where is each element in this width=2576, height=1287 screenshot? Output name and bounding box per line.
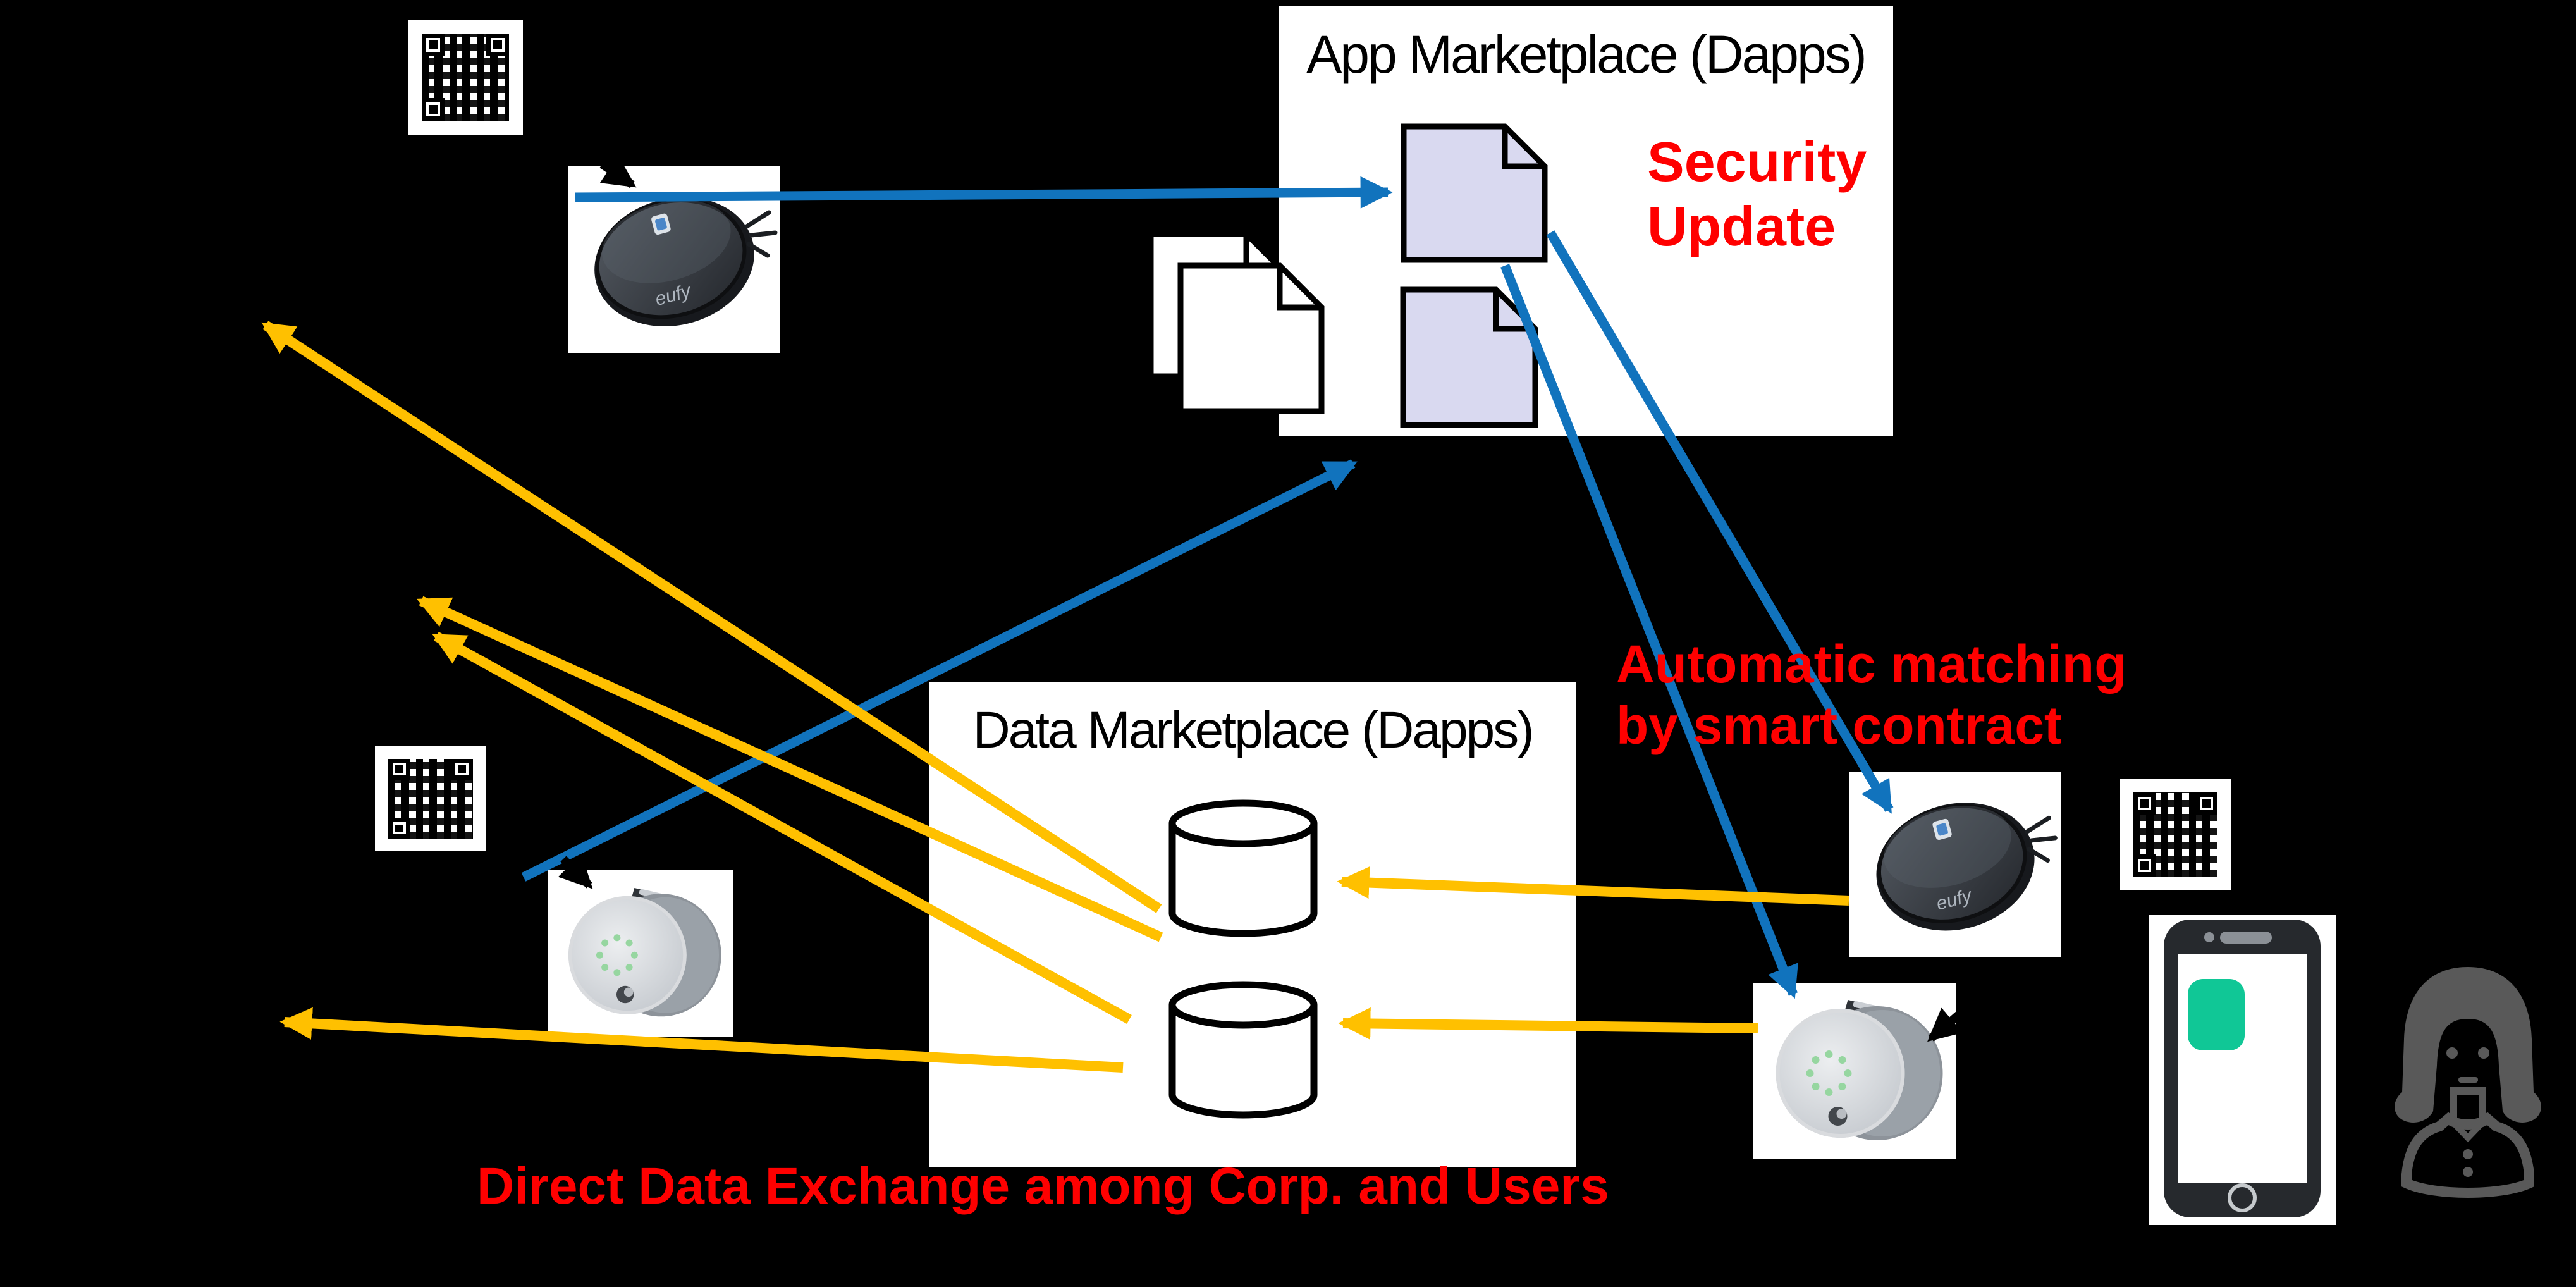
qr-finder-icon [388,818,410,839]
qr-code-icon [388,758,473,839]
qr-code-2 [375,746,486,851]
qr-finder-icon [2133,792,2156,815]
qr-finder-icon [421,98,445,121]
smartphone [2149,915,2336,1225]
smart-lock-2 [1753,983,1956,1159]
database-icon [1168,981,1318,1119]
qr-finder-icon [486,33,510,56]
phone-camera-icon [2204,932,2215,943]
robot-side-brush-icon [744,210,778,258]
robot-vacuum-2: eufy [1849,772,2061,957]
qr-finder-icon [388,758,410,780]
qr-code-icon [2133,792,2217,877]
user-icon [2395,967,2541,1198]
qr-finder-icon [451,758,473,780]
phone-app-icon [2188,979,2245,1050]
robot-vacuum-image: eufy [1876,803,2058,931]
robot-vacuum-1: eufy [568,166,780,353]
dapp-document-icon [1401,123,1548,263]
smart-lock-image [568,888,721,1017]
app-marketplace-title: App Marketplace (Dapps) [1306,25,1867,84]
qr-code-3 [2120,779,2231,890]
smartphone-icon [2163,920,2321,1217]
phone-home-button [2227,1183,2257,1213]
phone-speaker-icon [2220,931,2272,944]
security-update-note: Security Update [1647,130,1867,258]
bottom-caption: Direct Data Exchange among Corp. and Use… [477,1157,1609,1215]
database-icon [1168,799,1318,937]
document-icon [1177,262,1325,414]
robot-side-brush-icon [2025,815,2058,863]
dapp-document-icon [1400,286,1538,428]
qr-finder-icon [2195,792,2217,815]
qr-code-1 [408,20,523,135]
qr-finder-icon [421,33,445,56]
data-marketplace-title: Data Marketplace (Dapps) [972,701,1534,759]
smart-lock-1 [548,870,733,1037]
phone-screen [2178,954,2307,1183]
qr-finder-icon [2133,854,2156,877]
robot-vacuum-image: eufy [594,197,778,327]
lock-led-ring-icon [1806,1050,1852,1096]
smart-lock-image [1776,1000,1943,1140]
automatic-matching-note: Automatic matching by smart contract [1616,634,2127,756]
qr-code-icon [421,33,510,121]
